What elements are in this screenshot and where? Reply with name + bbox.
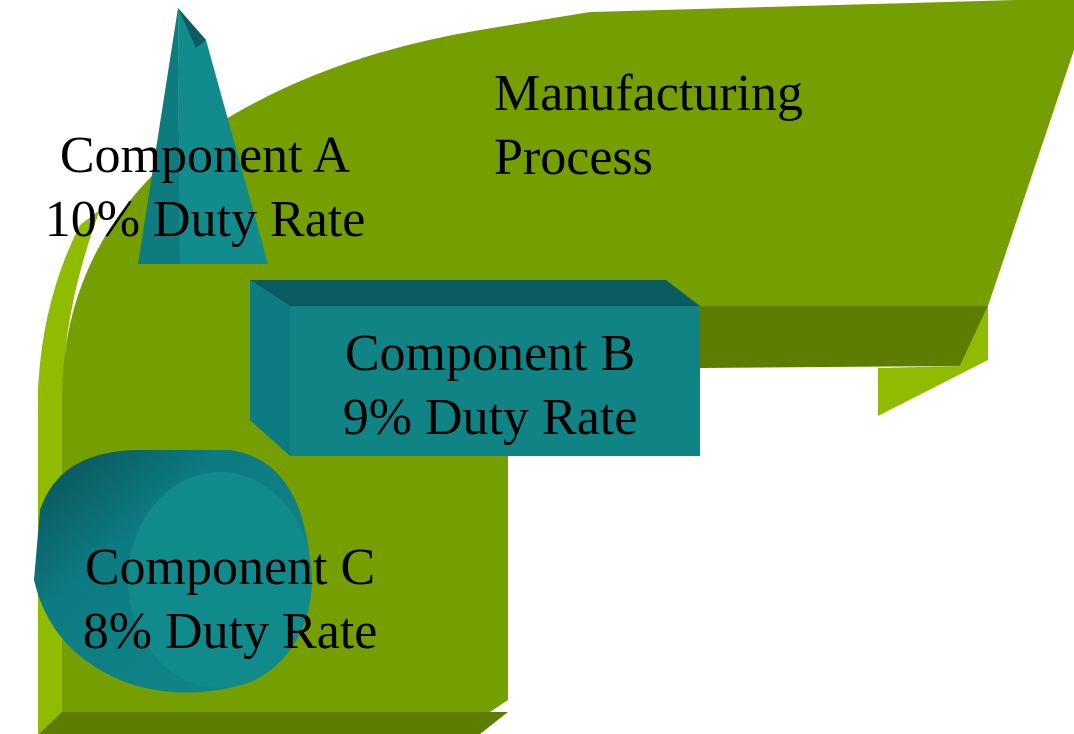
pyramid-edge-face — [178, 8, 206, 48]
process-label: Manufacturing Process — [494, 62, 803, 190]
process-arrow-head-face — [878, 306, 988, 416]
component-a-label: Component A 10% Duty Rate — [8, 124, 402, 252]
process-arrow-bottom-face — [39, 712, 508, 734]
component-c-name: Component C — [84, 539, 376, 596]
pyramid-right-face — [178, 8, 268, 264]
pyramid-left-face — [138, 8, 180, 264]
component-a-name: Component A — [59, 127, 351, 184]
process-label-line1: Manufacturing — [494, 65, 804, 122]
component-c-cylinder — [34, 450, 312, 693]
cylinder-end-face — [128, 472, 312, 688]
component-b-rate: 9% Duty Rate — [342, 389, 638, 446]
component-a-rate: 10% Duty Rate — [44, 191, 366, 248]
process-label-line2: Process — [494, 129, 653, 186]
component-b-box — [250, 280, 700, 456]
component-c-rate: 8% Duty Rate — [82, 603, 378, 660]
component-a-pyramid — [138, 8, 268, 264]
process-arrow-underside — [700, 306, 988, 368]
component-b-name: Component B — [344, 325, 636, 382]
component-b-label: Component B 9% Duty Rate — [300, 322, 680, 450]
box-front-face — [290, 306, 700, 456]
box-left-face — [250, 280, 290, 456]
box-top-face — [250, 280, 700, 306]
component-c-label: Component C 8% Duty Rate — [30, 536, 430, 664]
